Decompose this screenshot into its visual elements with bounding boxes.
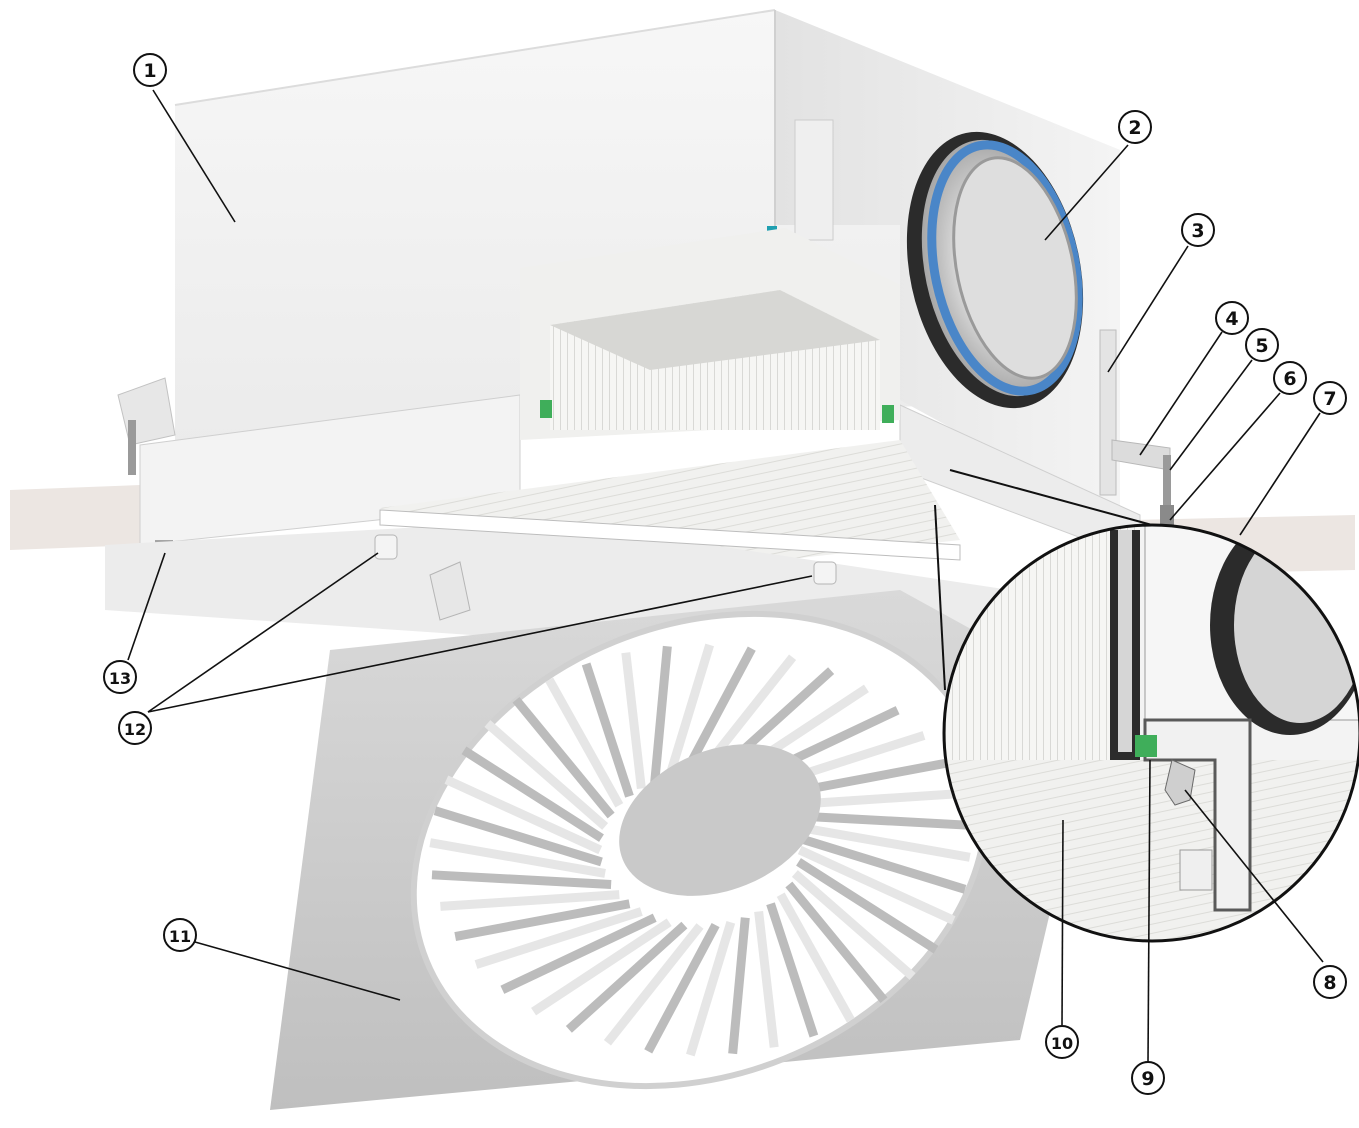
swirl-vane: [429, 838, 606, 878]
swirl-vane: [797, 845, 956, 925]
svg-text:13: 13: [109, 669, 131, 688]
swirl-vanes: [429, 643, 971, 1057]
swirl-vane: [431, 870, 612, 889]
retaining-clip: [374, 534, 837, 621]
swirl-vane: [754, 910, 779, 1048]
callout-10: 10: [1045, 1025, 1079, 1059]
swirl-vane: [454, 899, 631, 941]
swirl-vane: [440, 890, 620, 911]
swirl-vane: [788, 811, 969, 830]
swirl-vane: [791, 870, 916, 980]
swirl-vane: [766, 902, 819, 1038]
swirl-vane: [644, 922, 720, 1054]
svg-text:10: 10: [1051, 1034, 1073, 1053]
swirl-vane: [545, 677, 624, 808]
svg-text:6: 6: [1283, 368, 1296, 390]
callout-12: 12: [118, 711, 152, 745]
swirl-vane: [797, 833, 967, 894]
swirl-vane: [433, 806, 603, 867]
swirl-vane: [680, 646, 756, 778]
diffuser-faceplate: [105, 509, 1100, 1110]
callout-7: 7: [1313, 381, 1347, 415]
callout-3: 3: [1181, 213, 1215, 247]
gasket-seal: [540, 400, 552, 418]
svg-text:5: 5: [1255, 335, 1268, 357]
swirl-vane: [474, 907, 643, 969]
callout-4: 4: [1215, 301, 1249, 335]
swirl-vane: [444, 775, 603, 855]
svg-text:2: 2: [1128, 117, 1141, 139]
swirl-vane: [565, 921, 688, 1033]
swirl-vane: [603, 923, 704, 1046]
callout-markers: 1 2 3 4 5 6 7 8 9 10 11 12 13: [103, 53, 1347, 1095]
leader-lines: [127, 89, 1324, 1063]
swirl-vane: [531, 918, 672, 1016]
swirl-vane: [621, 652, 646, 790]
swirl-vane: [785, 881, 888, 1004]
callout-2: 2: [1118, 110, 1152, 144]
gasket-seal: [882, 405, 894, 423]
swirl-vane: [650, 645, 672, 783]
swirl-vane: [796, 858, 939, 954]
swirl-vane: [500, 913, 657, 994]
swirl-vane: [728, 917, 750, 1055]
swirl-vane: [484, 720, 609, 830]
callout-13: 13: [103, 660, 137, 694]
swirl-vane: [794, 822, 971, 862]
svg-text:9: 9: [1141, 1068, 1154, 1090]
callout-8: 8: [1313, 965, 1347, 999]
swirl-vane: [664, 643, 714, 780]
svg-text:3: 3: [1191, 220, 1204, 242]
swirl-vane: [512, 696, 615, 819]
svg-text:1: 1: [143, 60, 156, 82]
svg-text:7: 7: [1323, 388, 1336, 410]
callout-6: 6: [1273, 361, 1307, 395]
svg-text:8: 8: [1323, 972, 1336, 994]
duct-spigot: [906, 131, 1084, 409]
detail-zoom: [934, 469, 1359, 943]
callout-9: 9: [1131, 1061, 1165, 1095]
swirl-vane: [461, 746, 604, 842]
svg-text:12: 12: [124, 720, 146, 739]
svg-text:11: 11: [169, 927, 191, 946]
gasket-seal-detail: [1135, 735, 1157, 757]
callout-1: 1: [133, 53, 167, 87]
callout-5: 5: [1245, 328, 1279, 362]
callout-11: 11: [163, 918, 197, 952]
swirl-vane: [686, 920, 736, 1057]
swirl-vane: [776, 892, 855, 1023]
swirl-vane: [581, 662, 634, 798]
svg-text:4: 4: [1225, 308, 1238, 330]
